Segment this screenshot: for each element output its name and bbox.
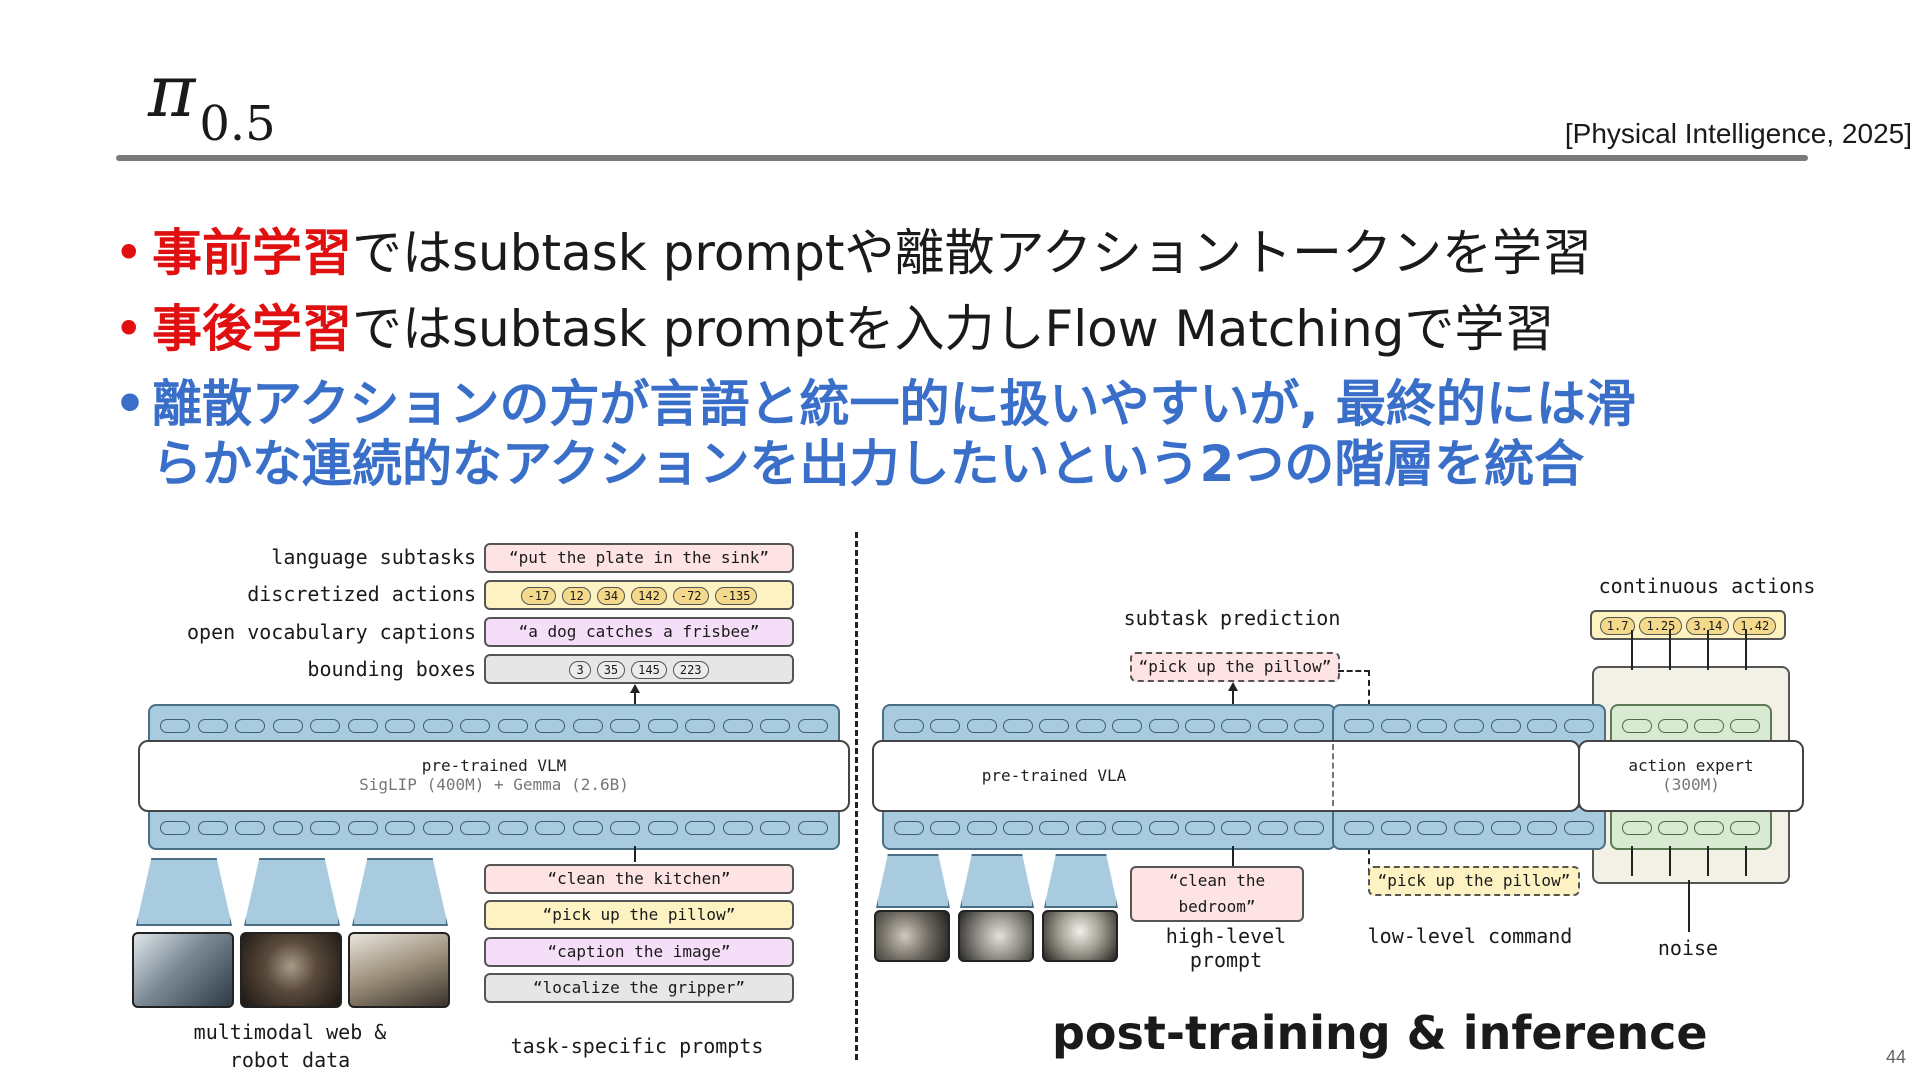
citation: [Physical Intelligence, 2025] xyxy=(1564,118,1912,149)
action-token: 12 xyxy=(562,587,591,605)
arrow-up-icon xyxy=(1228,682,1238,691)
prompt-localize-gripper: “localize the gripper” xyxy=(484,973,794,1003)
camera-photo xyxy=(958,910,1034,962)
output-connector xyxy=(634,690,636,706)
noise-connector xyxy=(1688,880,1690,932)
pretrained-vlm-box: pre-trained VLM SigLIP (400M) + Gemma (2… xyxy=(138,740,850,812)
label-bounding-boxes: bounding boxes xyxy=(307,657,476,681)
action-token: 1.25 xyxy=(1639,617,1683,635)
action-expert-title: action expert xyxy=(1628,756,1754,775)
flow-arrow xyxy=(1707,846,1709,876)
vla-token-band-bottom-right xyxy=(1332,806,1606,850)
prompt-connector xyxy=(634,846,636,862)
bullet-summary-line1: 離散アクションの方が言語と統一的に扱いやすいが, 最終的には滑 xyxy=(152,375,1636,433)
image-encoder xyxy=(136,858,232,926)
high-level-prompt: “clean the bedroom” xyxy=(1130,866,1304,922)
label-language-subtasks: language subtasks xyxy=(271,545,476,569)
image-encoder xyxy=(352,858,448,926)
action-token: 3.14 xyxy=(1686,617,1730,635)
low-level-command: “pick up the pillow” xyxy=(1368,866,1580,896)
label-discretized-actions: discretized actions xyxy=(247,582,476,606)
bullet-pretraining: 事前学習ではsubtask promptや離散アクショントークンを学習 xyxy=(112,222,1832,284)
pretrained-vla-box: pre-trained VLA xyxy=(872,740,1580,812)
subtask-output: “pick up the pillow” xyxy=(1130,652,1340,682)
label-open-vocab-captions: open vocabulary captions xyxy=(187,620,476,644)
flow-arrow xyxy=(1707,630,1709,670)
prompt-caption-image: “caption the image” xyxy=(484,937,794,967)
flow-arrow xyxy=(1745,630,1747,670)
prompt-clean-kitchen: “clean the kitchen” xyxy=(484,864,794,894)
action-token: 1.7 xyxy=(1599,617,1636,635)
bbox-token: 3 xyxy=(569,661,591,679)
flow-arrow xyxy=(1669,846,1671,876)
arrow-up-icon xyxy=(630,684,640,693)
image-encoder xyxy=(960,854,1034,908)
bullet-highlight: 事後学習 xyxy=(152,300,352,358)
vla-split xyxy=(1332,744,1334,806)
output-bounding-boxes: 3 35 145 223 xyxy=(484,654,794,684)
prompts-caption: task-specific prompts xyxy=(510,1034,764,1058)
action-token: -135 xyxy=(714,587,758,605)
bullet-posttraining: 事後学習ではsubtask promptを入力しFlow Matchingで学習 xyxy=(112,298,1832,360)
action-token: -17 xyxy=(520,587,557,605)
action-expert-size: (300M) xyxy=(1662,775,1720,794)
pretraining-diagram: language subtasks discretized actions op… xyxy=(0,0,860,1080)
low-level-label: low-level command xyxy=(1367,924,1573,948)
camera-photo xyxy=(1042,910,1118,962)
section-divider xyxy=(855,532,858,1060)
image-encoder xyxy=(876,854,950,908)
bullet-summary: 離散アクションの方が言語と統一的に扱いやすいが, 最終的には滑 らかな連続的なア… xyxy=(112,374,1832,494)
expert-token-band-bottom xyxy=(1610,806,1772,850)
bullet-text: ではsubtask promptや離散アクショントークンを学習 xyxy=(352,224,1592,282)
page-number: 44 xyxy=(1885,1047,1906,1067)
action-expert-box: action expert (300M) xyxy=(1578,740,1804,812)
flow-arrow xyxy=(1631,630,1633,670)
bbox-token: 145 xyxy=(631,661,667,679)
robot-arm-photo xyxy=(348,932,450,1008)
bullet-list: 事前学習ではsubtask promptや離散アクショントークンを学習 事後学習… xyxy=(112,222,1832,508)
title-symbol: π xyxy=(148,49,196,133)
high-level-label: high-level prompt xyxy=(1165,924,1287,972)
slide-title: π0.5 xyxy=(148,55,276,148)
image-encoder xyxy=(244,858,340,926)
subtask-connector xyxy=(1232,686,1234,704)
prompt-connector xyxy=(1232,846,1234,866)
prompt-pick-pillow: “pick up the pillow” xyxy=(484,900,794,930)
vlm-token-band-bottom xyxy=(148,806,840,850)
vlm-title: pre-trained VLM xyxy=(421,756,567,775)
bbox-token: 35 xyxy=(596,661,626,679)
bbox-token: 223 xyxy=(672,661,709,679)
title-subscript: 0.5 xyxy=(199,96,276,152)
vla-token-band-bottom xyxy=(882,806,1336,850)
section-title: post-training & inference xyxy=(1052,1006,1708,1060)
noise-label: noise xyxy=(1657,936,1719,960)
action-token: 142 xyxy=(631,587,667,605)
data-caption: multimodal web & robot data xyxy=(193,1020,387,1072)
flow-arrow xyxy=(1669,630,1671,670)
vla-title: pre-trained VLA xyxy=(981,766,1127,785)
bullet-summary-line2: らかな連続的なアクションを出力したいという2つの階層を統合 xyxy=(152,435,1585,493)
flow-arrow xyxy=(1745,846,1747,876)
action-token: 34 xyxy=(596,587,626,605)
vlm-subtitle: SigLIP (400M) + Gemma (2.6B) xyxy=(359,775,629,794)
title-underline xyxy=(116,155,1808,161)
camera-photo xyxy=(874,910,950,962)
action-token: 1.42 xyxy=(1733,617,1777,635)
output-language-subtask: “put the plate in the sink” xyxy=(484,543,794,573)
action-token: -72 xyxy=(672,587,709,605)
robot-photo xyxy=(132,932,234,1008)
dog-photo xyxy=(240,932,342,1008)
subtask-prediction-label: subtask prediction xyxy=(1123,606,1341,630)
output-discretized-actions: -17 12 34 142 -72 -135 xyxy=(484,580,794,610)
output-caption: “a dog catches a frisbee” xyxy=(484,617,794,647)
bullet-text: ではsubtask promptを入力しFlow Matchingで学習 xyxy=(352,300,1555,358)
bullet-highlight: 事前学習 xyxy=(152,224,352,282)
continuous-actions-label: continuous actions xyxy=(1598,574,1816,598)
image-encoder xyxy=(1044,854,1118,908)
flow-arrow xyxy=(1631,846,1633,876)
posttraining-diagram: subtask prediction “pick up the pillow” … xyxy=(862,0,1920,1080)
